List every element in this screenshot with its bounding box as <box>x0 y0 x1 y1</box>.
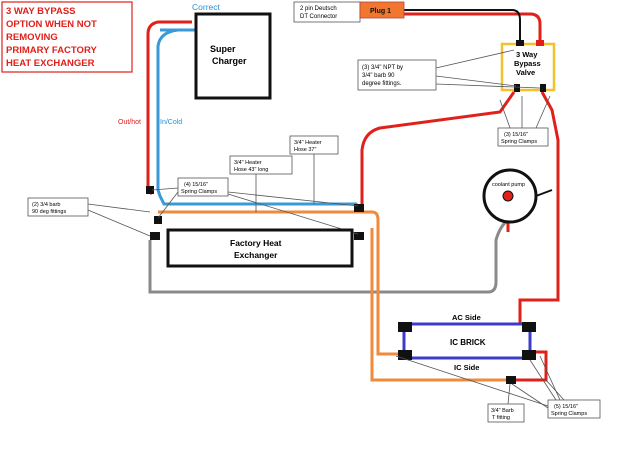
hose-37-label-1: 3/4" Heater <box>294 140 322 146</box>
hose-43-callout: 3/4" Heater Hose 43" long <box>229 155 293 212</box>
deutsch-label-1: 2 pin Deutsch <box>300 6 337 12</box>
hose-37-callout: 3/4" Heater Hose 37" <box>289 135 339 204</box>
in-cold-label: In/Cold <box>160 119 182 126</box>
t-fitting-label-1: 3/4" Barb <box>491 408 514 414</box>
barb-90-label-2: 90 deg fittings <box>32 209 66 215</box>
spring-clamps-3-label-1: (3) 15/16" <box>504 132 528 138</box>
spring-clamps-3-callout: (3) 15/16" Spring Clamps <box>497 95 551 147</box>
out-hot-label: Out/hot <box>118 119 141 126</box>
spring-clamps-5-label-1: (5) 15/16" <box>554 404 578 410</box>
supercharger-label-1: Super <box>210 44 236 54</box>
title-line-1: 3 WAY BYPASS <box>6 6 76 17</box>
valve-label-3: Valve <box>516 68 535 77</box>
title-line-2: OPTION WHEN NOT <box>6 19 97 30</box>
red-hot-hose-left <box>146 20 192 196</box>
t-fitting-callout: 3/4" Barb T fitting <box>487 383 525 423</box>
hose-43-label-2: Hose 43" long <box>234 167 268 173</box>
ic-brick-label: IC BRICK <box>450 338 486 347</box>
valve-label-2: Bypass <box>514 59 541 68</box>
factory-hx-label-1: Factory Heat <box>230 238 282 248</box>
spring-clamps-5-label-2: Spring Clamps <box>551 411 587 417</box>
coolant-pump: coolant pump <box>482 168 553 224</box>
red-hose-valve-to-brick <box>518 91 560 330</box>
supercharger-label-2: Charger <box>212 56 247 66</box>
spring-clamps-4-callout: (4) 15/16" Spring Clamps <box>151 177 359 235</box>
npt-callout: (3) 3/4" NPT by 3/4" barb 90 degree fitt… <box>357 49 541 91</box>
valve-label-1: 3 Way <box>516 50 538 59</box>
ac-side-label: AC Side <box>452 313 481 322</box>
t-fitting-label-2: T fitting <box>492 415 510 421</box>
title-line-5: HEAT EXCHANGER <box>6 58 95 69</box>
t-fitting <box>506 376 516 384</box>
barb-90-label-1: (2) 3/4 barb <box>32 202 60 208</box>
supercharger: Super Charger <box>194 12 272 100</box>
ic-side-label: IC Side <box>454 363 479 372</box>
black-wire-plug <box>404 9 521 44</box>
factory-hx-label-2: Exchanger <box>234 250 278 260</box>
hose-37-label-2: Hose 37" <box>294 147 316 153</box>
red-hose-valve-to-pump <box>360 91 516 208</box>
plug-1: Plug 1 <box>359 1 405 19</box>
title-line-3: REMOVING <box>6 32 58 43</box>
bypass-valve: 3 Way Bypass Valve <box>500 40 556 92</box>
orange-hose <box>158 210 400 356</box>
hose-43-label-1: 3/4" Heater <box>234 160 262 166</box>
deutsch-connector-callout: 2 pin Deutsch DT Connector <box>293 1 361 23</box>
npt-label-3: degree fittings. <box>362 81 402 87</box>
npt-label-1: (3) 3/4" NPT by <box>362 65 403 71</box>
spring-clamps-3-label-2: Spring Clamps <box>501 139 537 145</box>
title-line-4: PRIMARY FACTORY <box>6 45 97 56</box>
spring-clamps-4-label-2: Spring Clamps <box>181 189 217 195</box>
barb-90-callout: (2) 3/4 barb 90 deg fittings <box>27 197 151 237</box>
correct-label: Correct <box>192 2 221 12</box>
red-hose-ic-right <box>512 350 548 382</box>
orange-hose-bottom <box>370 228 512 382</box>
spring-clamps-5-callout: (5) 15/16" Spring Clamps <box>395 355 601 419</box>
red-hose-plug <box>404 12 542 44</box>
title-box: 3 WAY BYPASS OPTION WHEN NOT REMOVING PR… <box>1 1 133 73</box>
spring-clamps-4-label-1: (4) 15/16" <box>184 182 208 188</box>
coolant-pump-label: coolant pump <box>492 182 525 188</box>
deutsch-label-2: DT Connector <box>300 14 337 20</box>
npt-label-2: 3/4" barb 90 <box>362 73 395 79</box>
plug-label: Plug 1 <box>370 8 391 15</box>
ic-brick: AC Side IC BRICK IC Side <box>398 313 536 372</box>
factory-heat-exchanger: Factory Heat Exchanger <box>166 228 354 268</box>
gray-return-hose <box>148 218 509 294</box>
